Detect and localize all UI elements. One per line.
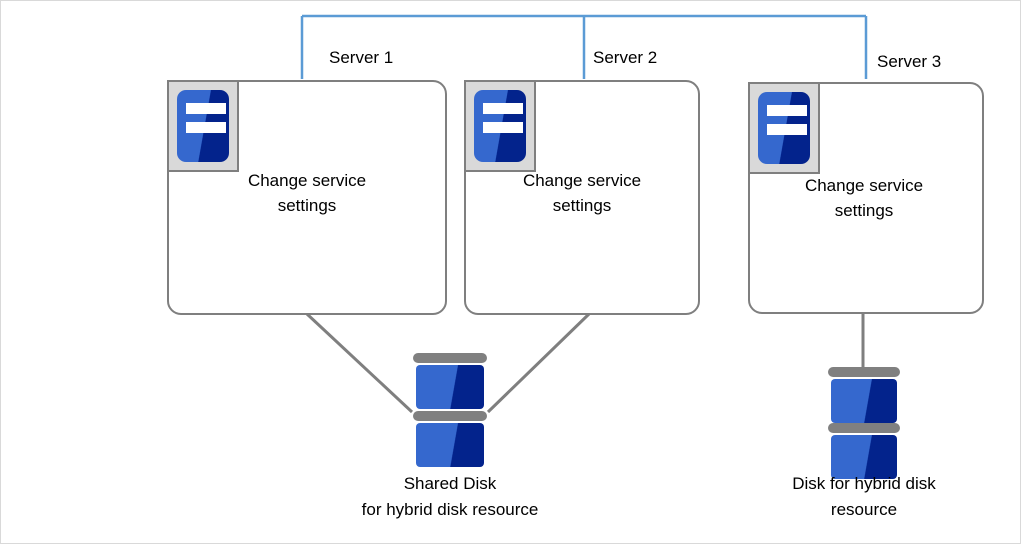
connector-server2-shared-disk [486,312,591,414]
server-box-1[interactable] [167,80,447,315]
connector-server1-shared-disk [305,312,414,414]
server-icon-3 [748,82,820,174]
server-icon-bar-top-3 [767,105,807,116]
shared-disk-platter-bottom [416,423,484,467]
server-body-text-2: Change service settings [522,171,642,215]
shared-disk-pill-middle [413,411,487,421]
hybrid-disk-pill-middle [828,423,900,433]
server-icon-bar-top-2 [483,103,523,114]
shared-disk-caption: Shared Disk for hybrid disk resource [361,474,539,519]
server-icon-1 [167,80,239,172]
hybrid-disk-pill-top [828,367,900,377]
server-label-1: Server 1 [329,48,394,67]
network-bracket [300,14,868,79]
server-label-3: Server 3 [877,52,942,71]
hybrid-disk-icon[interactable] [828,367,900,479]
shared-disk-icon[interactable] [413,353,487,467]
server-icon-2 [464,80,536,172]
hybrid-disk-caption: Disk for hybrid disk resource [792,474,936,519]
server-label-2: Server 2 [593,48,658,67]
server-icon-bar-bottom-1 [186,122,226,133]
server-icon-bar-top-1 [186,103,226,114]
hybrid-disk-platter-bottom [831,435,897,479]
server-body-text-3: Change service settings [804,176,924,220]
server-icon-body-1 [177,90,229,162]
server-icon-body-2 [474,90,526,162]
hybrid-disk-platter-top [831,379,897,423]
server-icon-body-3 [758,92,810,164]
server-icon-bar-bottom-3 [767,124,807,135]
server-body-text-1: Change service settings [247,171,367,215]
shared-disk-platter-top [416,365,484,409]
shared-disk-pill-top [413,353,487,363]
server-icon-bar-bottom-2 [483,122,523,133]
